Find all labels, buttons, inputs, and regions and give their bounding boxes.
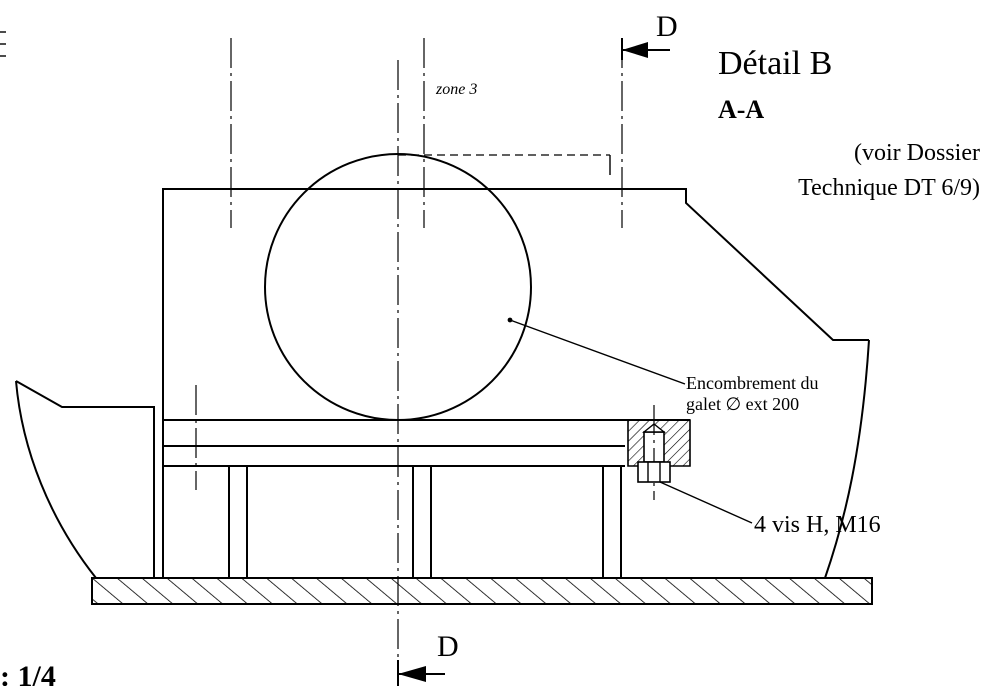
reference-line-1: (voir Dossier xyxy=(854,140,980,166)
hatched-base xyxy=(91,577,873,605)
reference-line-2: Technique DT 6/9) xyxy=(798,175,980,201)
roller-label-line-2: galet ∅ ext 200 xyxy=(686,394,799,414)
section-arrow-top xyxy=(621,38,670,60)
support-posts xyxy=(228,465,622,579)
screws-label: 4 vis H, M16 xyxy=(754,512,881,538)
section-label-bottom: D xyxy=(437,630,459,663)
screw-detail xyxy=(627,405,691,500)
housing-outline xyxy=(162,188,870,579)
detail-title: Détail B xyxy=(718,45,832,82)
scan-edge-marks xyxy=(0,31,6,57)
left-part xyxy=(15,380,155,579)
rail-plate xyxy=(162,419,690,578)
leader-lines xyxy=(507,317,753,524)
section-label-top: D xyxy=(656,10,678,43)
section-title: A-A xyxy=(718,95,764,124)
roller-dimension-lines xyxy=(398,154,611,175)
zone-label: zone 3 xyxy=(435,81,477,98)
section-arrow-bottom xyxy=(397,660,445,686)
roller-label-line-1: Encombrement du xyxy=(686,373,818,393)
scale-label-fragment: : 1/4 xyxy=(0,660,56,686)
